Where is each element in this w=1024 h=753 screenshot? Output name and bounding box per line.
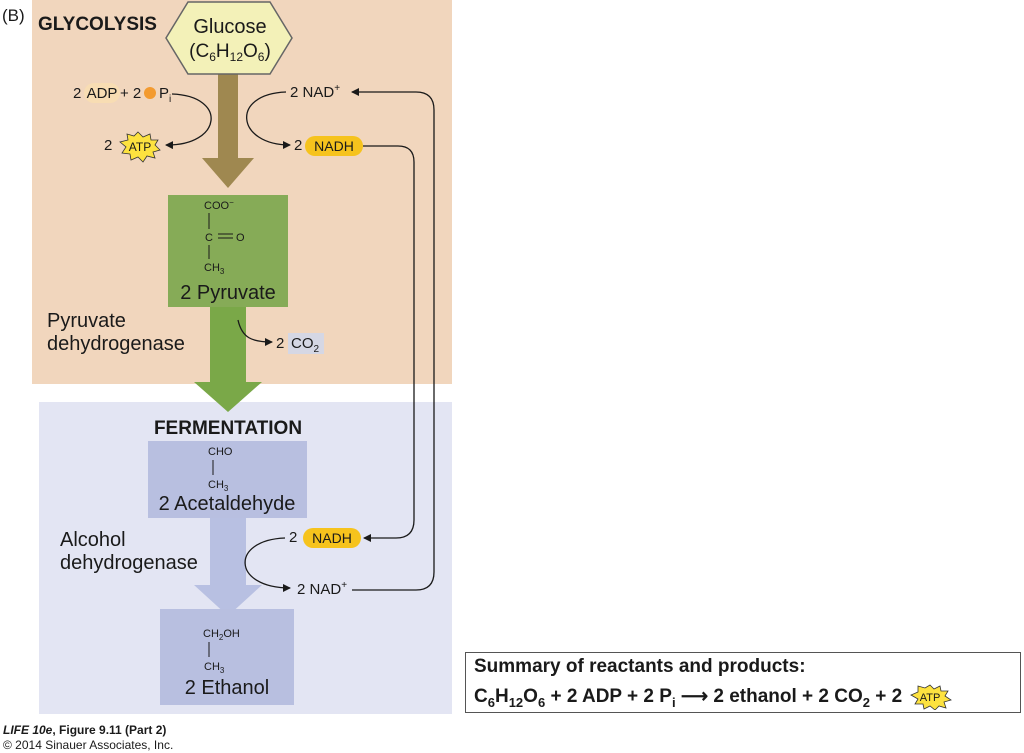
ethanol-box [160, 609, 294, 705]
summary-equation: C6H12O6 + 2 ADP + 2 Pi ⟶ 2 ethanol + 2 C… [474, 684, 952, 710]
svg-text:ATP: ATP [919, 692, 940, 704]
arrow-acetaldehyde-to-ethanol [194, 516, 262, 616]
pyruvate-ch3: CH3 [204, 262, 225, 276]
nadh-to-nad-arrow [244, 537, 291, 592]
co2-count: 2 [276, 335, 284, 352]
nad-to-nadh-arrow [246, 91, 291, 149]
arrow-glucose-to-pyruvate [202, 72, 254, 188]
atp-star-icon [119, 131, 161, 163]
glycolysis-heading: GLYCOLYSIS [38, 14, 157, 35]
glucose-hexagon [165, 1, 293, 75]
ethanol-ch2oh: CH2OH [203, 628, 240, 642]
pyruvate-o: O [236, 232, 245, 244]
nadh-pill-bottom [303, 528, 361, 548]
co2-box [288, 333, 324, 354]
summary-title: Summary of reactants and products: [474, 656, 806, 677]
pyruvate-label: 2 Pyruvate [180, 282, 276, 304]
pyruvate-c: C [205, 232, 213, 244]
nadh-label-top: NADH [314, 138, 354, 154]
fermentation-heading: FERMENTATION [154, 418, 302, 439]
nadh-pill-top [305, 136, 363, 156]
nad-recycle-arrow [351, 88, 435, 591]
adp-count: 2 [73, 85, 81, 102]
ethanol-ch3: CH3 [204, 661, 225, 675]
nad-plus-top: 2 NAD+ [290, 83, 340, 101]
nadh-recycle-arrow [363, 145, 415, 542]
adp-to-atp-arrow [165, 93, 212, 150]
copyright: © 2014 Sinauer Associates, Inc. [3, 738, 174, 752]
figure-caption: LIFE 10e, Figure 9.11 (Part 2) [3, 723, 167, 737]
adp-label: ADP [87, 85, 118, 102]
summary-box: Summary of reactants and products: C6H12… [465, 652, 1021, 713]
nad-plus-bottom: 2 NAD+ [297, 580, 347, 598]
pyruvate-coo: COO− [204, 198, 234, 212]
adp-pill [84, 83, 120, 103]
summary-atp-star-icon: ATP [909, 684, 952, 710]
summary-arrow: ⟶ [680, 686, 709, 708]
arrow-pyruvate-to-acetaldehyde [194, 306, 262, 412]
acetaldehyde-label: 2 Acetaldehyde [159, 493, 296, 515]
nadh-count-bottom: 2 [289, 529, 297, 546]
ethanol-label: 2 Ethanol [185, 677, 270, 699]
pi-label: Pi [159, 85, 171, 105]
alcohol-dehydrogenase-line1: Alcohol [60, 529, 126, 551]
pyruvate-dehydrogenase-line1: Pyruvate [47, 310, 126, 332]
acetaldehyde-box [148, 441, 307, 518]
atp-count: 2 [104, 137, 112, 154]
nadh-count-top: 2 [294, 137, 302, 154]
pyruvate-dehydrogenase-line2: dehydrogenase [47, 333, 185, 355]
pyruvate-box [168, 195, 288, 307]
co2-release-arrow [237, 319, 273, 346]
adp-plus: + 2 [120, 85, 141, 102]
atp-label: ATP [129, 140, 151, 154]
acetaldehyde-cho: CHO [208, 446, 233, 458]
alcohol-dehydrogenase-line2: dehydrogenase [60, 552, 198, 574]
co2-label: CO2 [291, 335, 320, 355]
pi-dot-icon [144, 87, 156, 99]
glucose-name: Glucose [193, 16, 266, 38]
panel-label: (B) [2, 6, 25, 25]
acetaldehyde-ch3: CH3 [208, 479, 229, 493]
nadh-label-bottom: NADH [312, 530, 352, 546]
